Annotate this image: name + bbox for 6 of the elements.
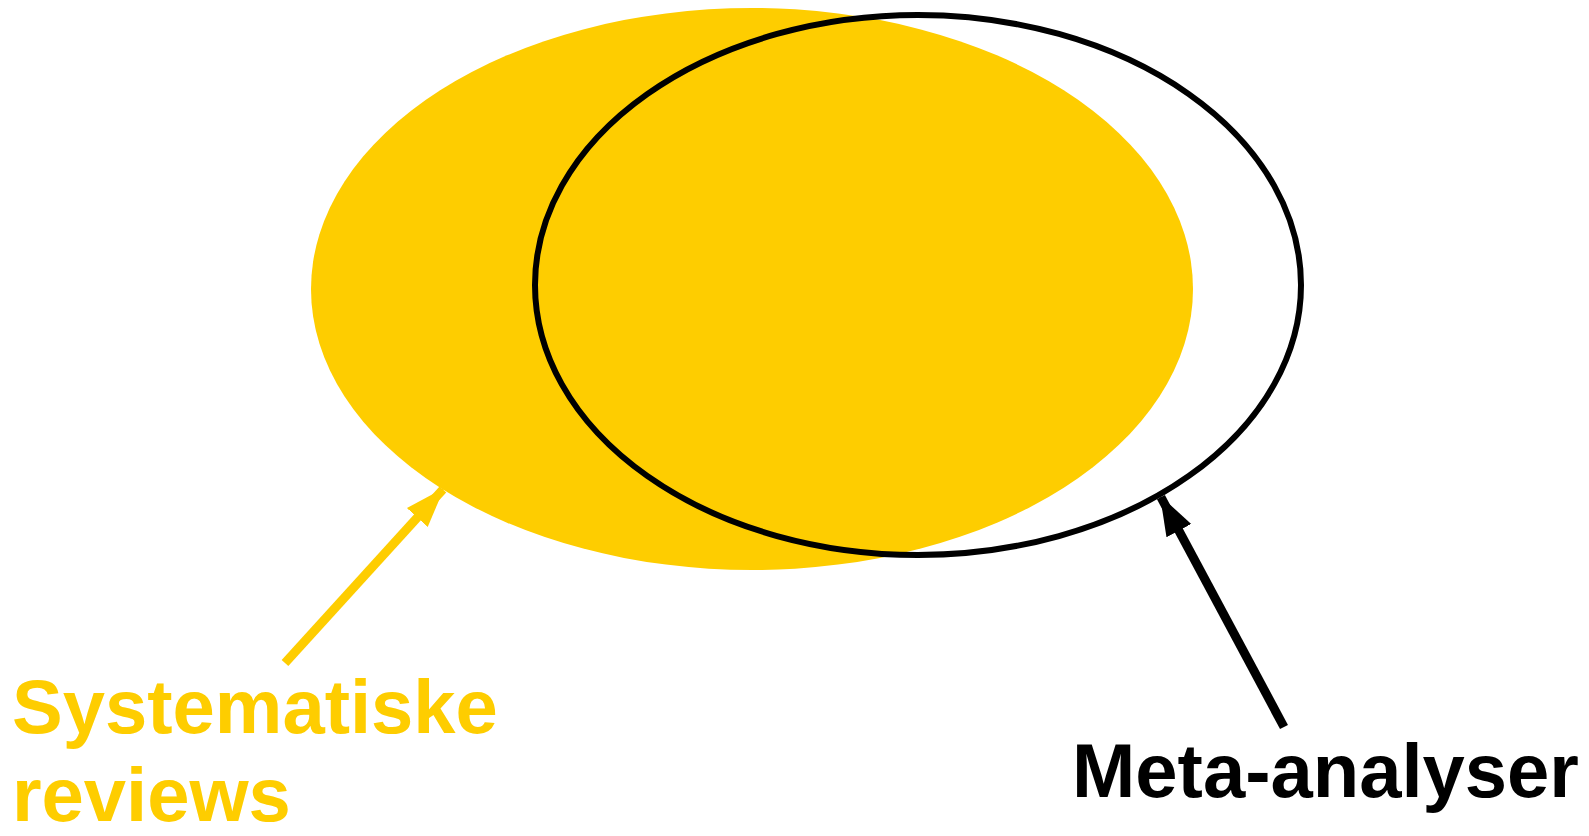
arrow (1156, 495, 1288, 730)
label: Meta-analyser (1072, 727, 1582, 815)
arrow (281, 486, 447, 667)
filled-ellipse (311, 8, 1193, 570)
label: Systematiske reviews (12, 663, 552, 836)
outlined-ellipse (532, 12, 1304, 558)
